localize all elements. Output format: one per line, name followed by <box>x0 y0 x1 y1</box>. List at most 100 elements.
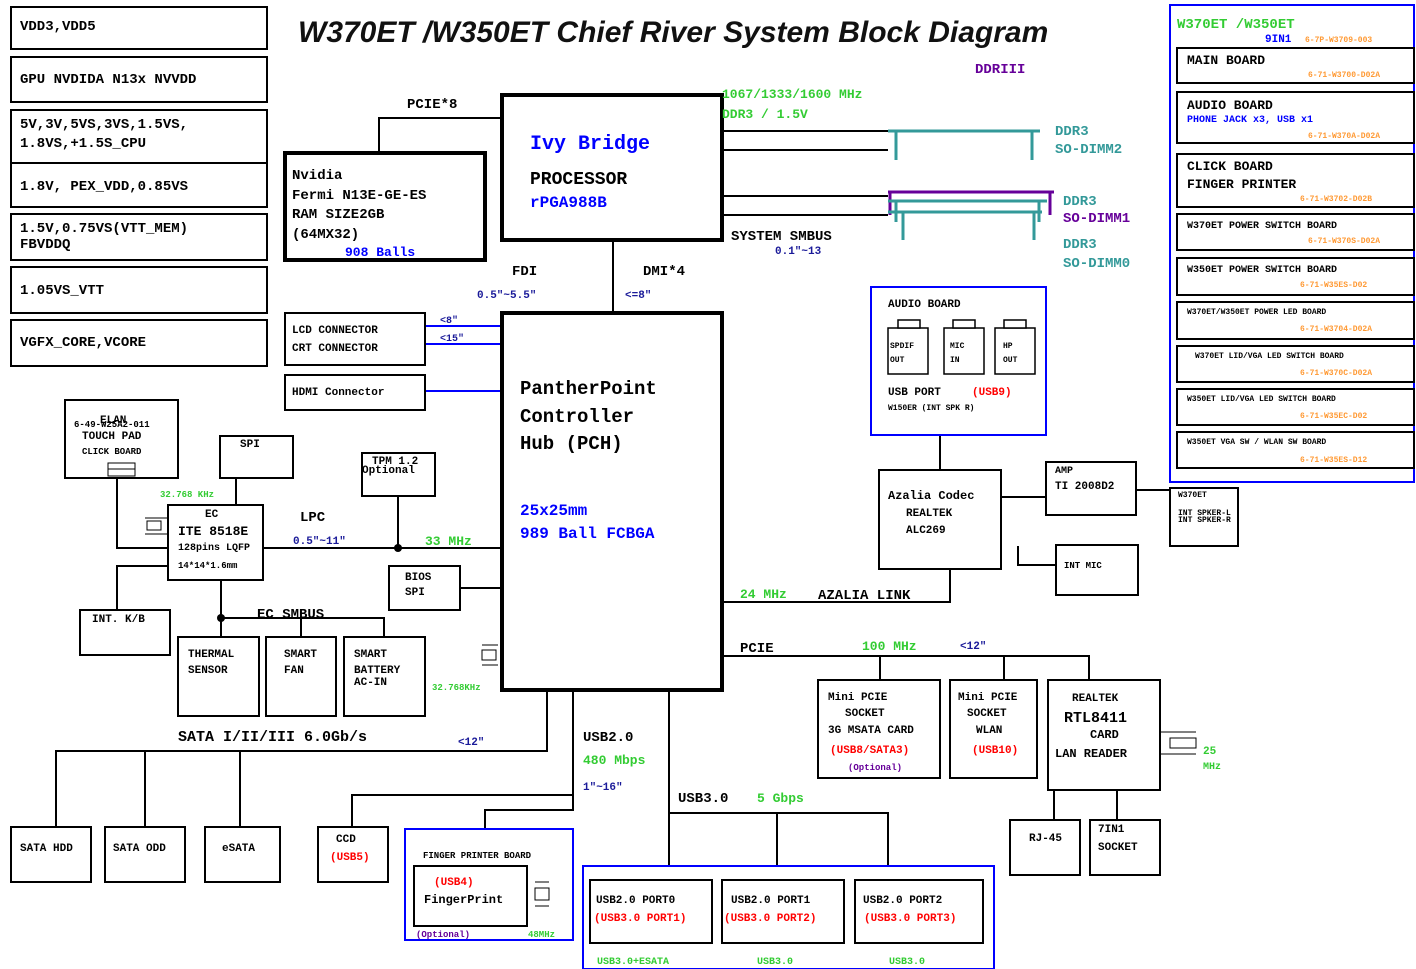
lpc-frequency: 33 MHz <box>425 534 472 549</box>
pcie8-line <box>378 117 502 152</box>
ec-size: 14*14*1.6mm <box>178 561 238 571</box>
touchpad-part: 6-49-W25A2-011 <box>74 420 150 430</box>
touchpad-name: ELAN <box>100 415 126 427</box>
ec-smbus-label: EC SMBUS <box>257 607 324 623</box>
usb-port0-label: USB3.0+ESATA <box>597 957 669 968</box>
rj45-box <box>1009 819 1081 876</box>
legend-board-2-pn: 6-71-W3702-D02B <box>1300 195 1372 204</box>
legend-board-4-box <box>1176 257 1415 296</box>
ccd-box <box>317 826 389 883</box>
legend-board-4-pn: 6-71-W35ES-D02 <box>1300 281 1367 290</box>
pcie-frequency: 100 MHz <box>862 639 917 654</box>
amp-line2: TI 2008D2 <box>1055 481 1114 493</box>
pcie-bus-line <box>723 655 1090 680</box>
pch-box <box>500 311 724 692</box>
power-rail-5: 1.5V,0.75VS(VTT_MEM) <box>20 221 188 237</box>
finger-inner-box <box>413 865 528 927</box>
legend-board-6-box <box>1176 345 1415 383</box>
touchpad-buttons <box>107 462 136 477</box>
usb3-speed: 5 Gbps <box>757 791 804 806</box>
power-rail-box-6 <box>10 266 268 314</box>
codec-line2: REALTEK <box>906 508 953 520</box>
cpu-box <box>500 93 724 242</box>
spi-label: SPI <box>240 439 260 451</box>
realtek-line2: RTL8411 <box>1064 710 1127 727</box>
pch-line2: Controller <box>520 406 634 428</box>
tpm-line1: TPM 1.2 <box>372 456 418 468</box>
bios-line2: SPI <box>405 587 425 599</box>
cpu-socket: rPGA988B <box>530 194 607 212</box>
speaker-right: INT SPKER-R <box>1178 516 1231 525</box>
sata-label: SATA I/II/III 6.0Gb/s <box>178 729 367 746</box>
mic-jack-top <box>952 319 976 329</box>
legend-board-4-name: W350ET POWER SWITCH BOARD <box>1187 265 1337 276</box>
usb2-label: USB2.0 <box>583 730 633 746</box>
power-rail-box-2 <box>10 56 268 103</box>
legend-board-0-name: MAIN BOARD <box>1187 53 1265 68</box>
hp-line2: OUT <box>1003 356 1018 365</box>
pch-package: 989 Ball FCBGA <box>520 525 655 543</box>
pch-line3: Hub (PCH) <box>520 433 623 455</box>
usb2-speed: 480 Mbps <box>583 753 646 768</box>
power-rails <box>10 6 268 367</box>
power-rail-box-7 <box>10 319 268 367</box>
dmi-length: <=8" <box>625 290 651 302</box>
ccd-line1: CCD <box>336 834 356 846</box>
pch-size: 25x25mm <box>520 502 588 520</box>
smbus-label: SYSTEM SMBUS <box>731 229 832 245</box>
pcie-length: <12" <box>960 641 986 653</box>
pcie-label: PCIE <box>740 641 774 657</box>
realtek-crystal-unit: MHz <box>1203 762 1221 773</box>
dimm1-name: SO-DIMM1 <box>1063 211 1130 227</box>
azalia-frequency: 24 MHz <box>740 587 787 602</box>
minipcie2-line1: Mini PCIE <box>958 692 1018 704</box>
legend-board-5-name: W370ET/W350ET POWER LED BOARD <box>1187 308 1326 317</box>
lpc-label: LPC <box>300 510 326 526</box>
battery-line2: BATTERY <box>354 665 401 677</box>
legend-board-1-desc: PHONE JACK x3, USB x1 <box>1187 115 1313 126</box>
legend-board-3-name: W370ET POWER SWITCH BOARD <box>1187 221 1337 232</box>
gpu-line1: Nvidia <box>292 168 343 184</box>
sata-bus-line <box>55 690 548 827</box>
minipcie2-line3: WLAN <box>976 725 1002 737</box>
socket7-line2: SOCKET <box>1098 842 1138 854</box>
usb-port0-usb3: (USB3.0 PORT1) <box>594 913 686 925</box>
dimm-shapes <box>888 129 1054 240</box>
ec-chip: ITE 8518E <box>178 524 248 539</box>
dimm1-type: DDR3 <box>1063 194 1097 210</box>
minipcie1-line3: 3G MSATA CARD <box>828 725 914 737</box>
minipcie2-box <box>949 679 1038 779</box>
int-mic-box <box>1055 544 1139 596</box>
usb-port2-usb3: (USB3.0 PORT3) <box>864 913 956 925</box>
legend-board-6-name: W370ET LID/VGA LED SWITCH BOARD <box>1195 352 1344 361</box>
spdif-jack-top <box>897 319 921 329</box>
sata-length: <12" <box>458 737 484 749</box>
gpu-line2: Fermi N13E-GE-ES <box>292 188 426 204</box>
junction-dots <box>217 544 402 622</box>
esata-label: eSATA <box>222 843 255 855</box>
audio-board-title: AUDIO BOARD <box>888 299 961 311</box>
usb3-label: USB3.0 <box>678 791 728 807</box>
finger-crystal-icon <box>534 881 550 907</box>
finger-freq: 48MHz <box>528 930 555 940</box>
finger-name: FingerPrint <box>424 893 503 907</box>
power-rail-7: VGFX_CORE,VCORE <box>20 335 146 351</box>
legend-board-5-box <box>1176 301 1415 340</box>
codec-line3: ALC269 <box>906 525 946 537</box>
minipcie1-optional: (Optional) <box>848 763 902 773</box>
tpm-box <box>361 452 436 497</box>
legend-board-0-box <box>1176 47 1415 84</box>
fan-box <box>265 636 337 717</box>
smbus-length: 0.1"~13 <box>775 246 822 258</box>
usb-port2-name: USB2.0 PORT2 <box>863 895 942 907</box>
rj45-label: RJ-45 <box>1029 833 1062 845</box>
thermal-line2: SENSOR <box>188 665 228 677</box>
realtek-line1: REALTEK <box>1072 693 1119 705</box>
ccd-usb: (USB5) <box>330 852 370 864</box>
touchpad-line2: CLICK BOARD <box>82 447 142 457</box>
ec-crystal-icon <box>145 517 168 535</box>
fan-line1: SMART <box>284 649 317 661</box>
spdif-jack-box <box>887 327 929 375</box>
power-rail-box-5 <box>10 213 268 261</box>
codec-mic-line <box>1017 546 1056 566</box>
